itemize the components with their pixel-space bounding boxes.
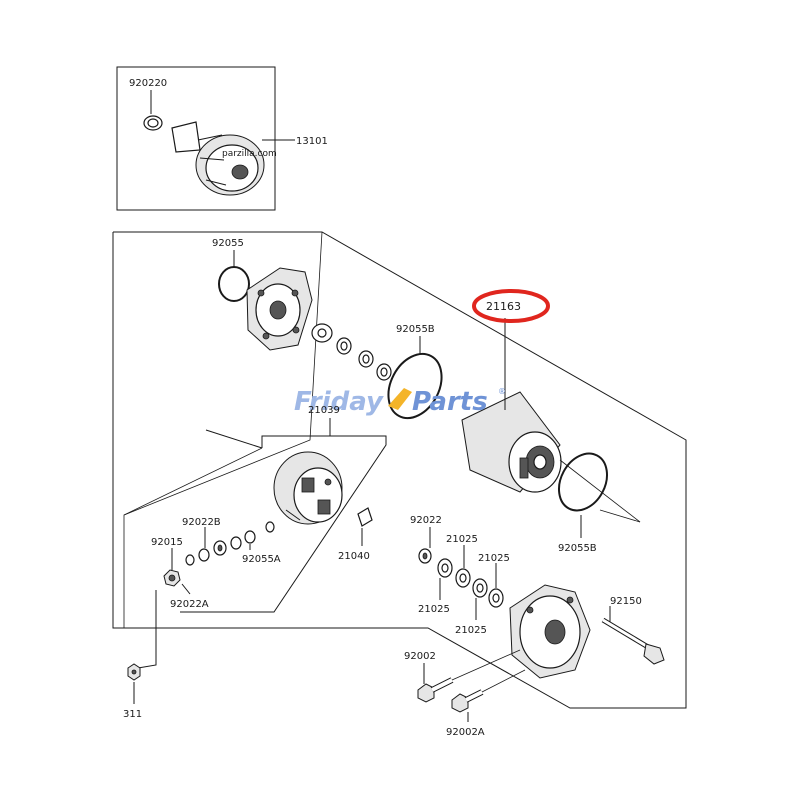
label-21163: 21163 xyxy=(486,300,521,313)
label-92055b-upper: 92055B xyxy=(396,324,435,335)
label-92055a: 92055A xyxy=(242,554,281,565)
starter-clutch-part xyxy=(143,115,265,196)
label-92055-top: 92055 xyxy=(212,238,244,249)
svg-text:Friday: Friday xyxy=(294,387,384,417)
label-21025-c: 21025 xyxy=(418,604,450,615)
highlight-circle-21163 xyxy=(472,289,550,323)
label-13101: 13101 xyxy=(296,136,328,147)
guide-line xyxy=(559,459,641,523)
label-92055b-lower: 92055B xyxy=(558,543,597,554)
label-92015: 92015 xyxy=(151,537,183,548)
o-ring-92055 xyxy=(218,266,250,302)
nut-311-part xyxy=(127,663,141,681)
brush-holder-frame xyxy=(123,429,387,613)
yoke-assembly-part xyxy=(461,391,562,493)
front-cover-part xyxy=(246,267,313,351)
label-21025-a: 21025 xyxy=(446,534,478,545)
label-92150: 92150 xyxy=(610,596,642,607)
label-21039: 21039 xyxy=(308,405,340,416)
label-920220: 920220 xyxy=(129,78,167,89)
nut-92015-part xyxy=(163,569,181,587)
leader-92022a xyxy=(181,583,191,595)
guide-line xyxy=(599,509,641,523)
label-21025-b: 21025 xyxy=(478,553,510,564)
guide-line xyxy=(481,669,526,693)
washer-stack-brush xyxy=(185,521,275,566)
o-ring-92055b-lower xyxy=(558,452,608,512)
svg-text:Parts: Parts xyxy=(412,387,488,417)
label-92002a: 92002A xyxy=(446,727,485,738)
friday-parts-watermark: Friday Parts ® xyxy=(294,387,506,417)
rear-cover-part xyxy=(509,584,591,679)
bolt-92002 xyxy=(417,677,454,703)
long-bolt-92150 xyxy=(601,617,665,665)
brush-holder-part xyxy=(273,451,343,525)
washer-stack-rear xyxy=(418,548,504,608)
label-92022a: 92022A xyxy=(170,599,209,610)
small-watermark: parzilla.com xyxy=(222,149,277,159)
assembly-frame xyxy=(112,231,687,709)
clip-21040 xyxy=(357,507,373,527)
washer-stack-upper xyxy=(311,323,392,381)
label-92022: 92022 xyxy=(410,515,442,526)
guide-line xyxy=(451,649,521,681)
label-92022b: 92022B xyxy=(182,517,221,528)
label-311: 311 xyxy=(123,709,142,720)
leader-311 xyxy=(137,590,157,669)
svg-text:®: ® xyxy=(498,387,506,396)
o-ring-92055b-upper xyxy=(387,352,443,420)
label-21025-d: 21025 xyxy=(455,625,487,636)
label-92002: 92002 xyxy=(404,651,436,662)
label-21040: 21040 xyxy=(338,551,370,562)
bolt-92002a xyxy=(451,689,484,713)
